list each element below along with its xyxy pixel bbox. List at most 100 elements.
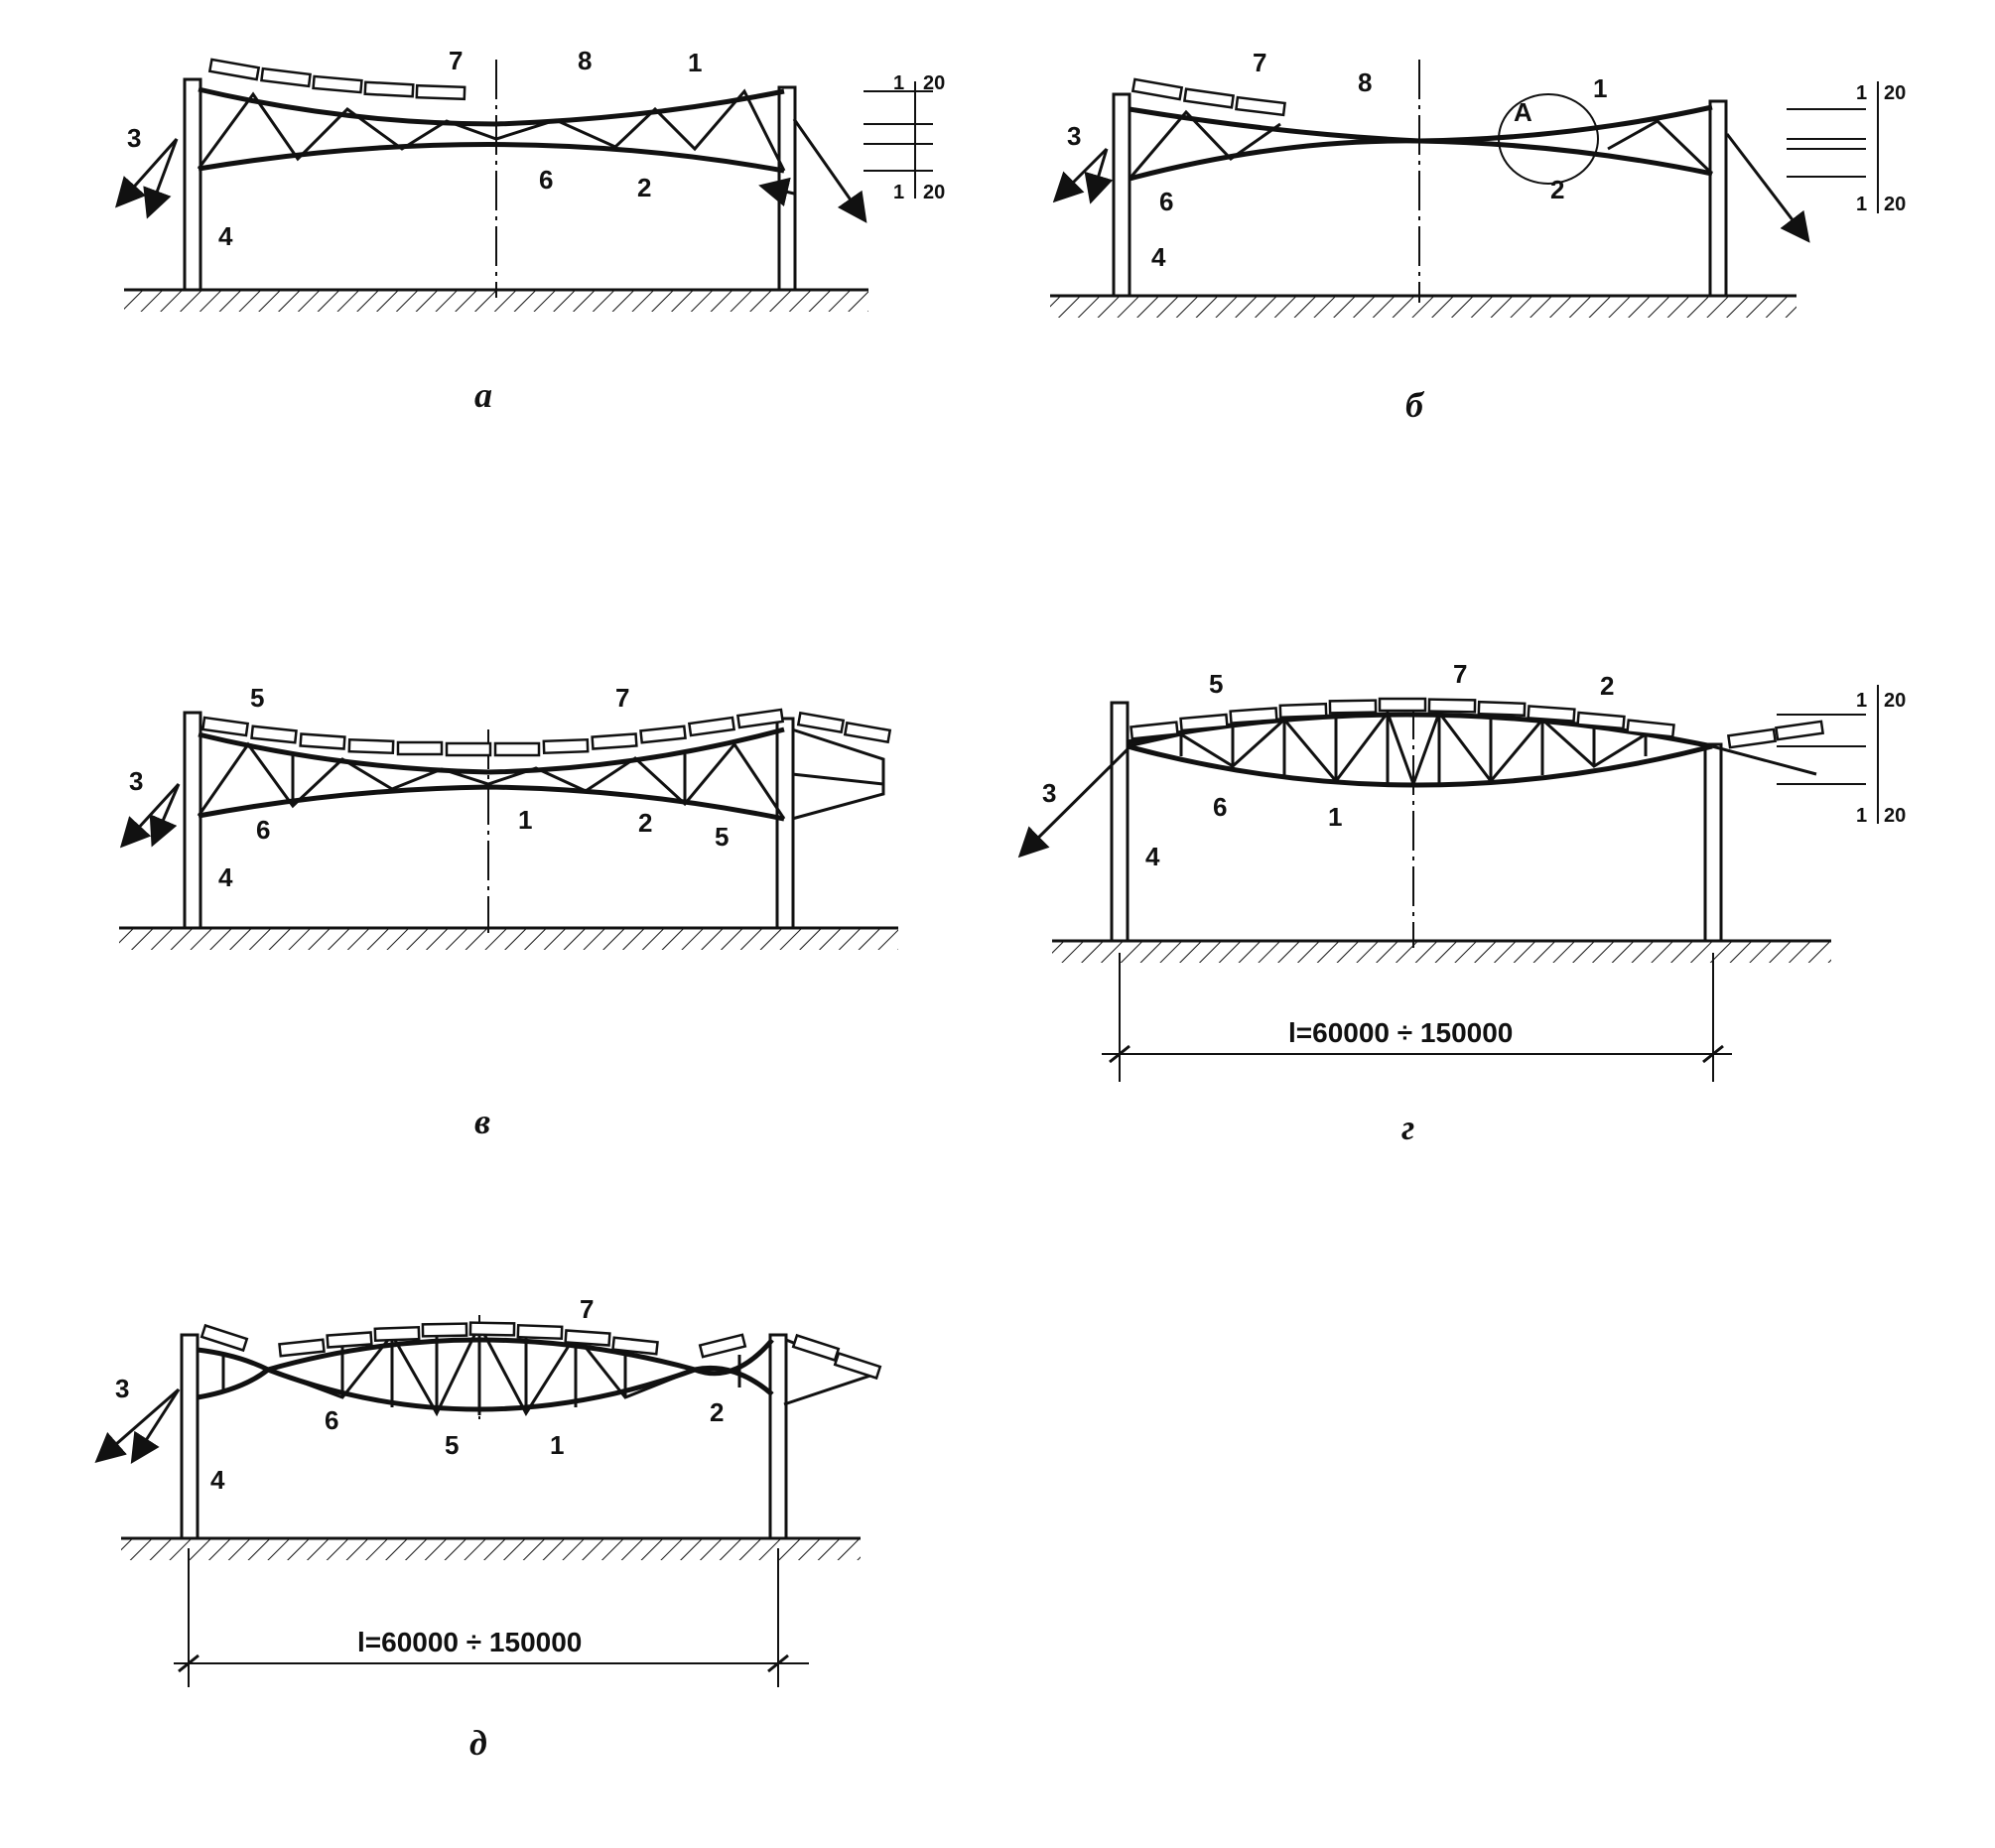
label-2: 2 (1550, 175, 1564, 204)
label-2: 2 (638, 808, 652, 838)
label-6: 6 (1213, 792, 1227, 822)
anchor-cable-right (792, 118, 867, 223)
label-3: 3 (127, 123, 141, 153)
label-1: 1 (518, 805, 532, 835)
detail-circle-A (1498, 93, 1599, 185)
label-3: 3 (129, 766, 143, 796)
label-6: 6 (1159, 187, 1173, 216)
label-3: 3 (1042, 778, 1056, 808)
right-column (777, 85, 797, 292)
label-2: 2 (637, 173, 651, 202)
anchor-cable-3a (115, 138, 179, 208)
label-4: 4 (218, 221, 233, 251)
label-4: 4 (1145, 842, 1160, 871)
label-1: 1 (1328, 802, 1342, 832)
anchor-cable-3a (94, 1387, 180, 1463)
upper-chord-1 (198, 726, 785, 775)
label-6: 6 (256, 815, 270, 845)
left-column (180, 1333, 200, 1540)
label-4: 4 (218, 862, 233, 892)
anchor-cable-3b (1084, 148, 1114, 204)
label-6: 6 (539, 165, 553, 195)
label-5b: 5 (715, 822, 729, 852)
label-8: 8 (578, 46, 592, 75)
upper-cable-1 (198, 86, 785, 127)
ground-hatch (124, 290, 868, 312)
ground-hatch (1050, 296, 1796, 318)
label-7: 7 (615, 683, 629, 713)
anchor-cable-3 (1017, 747, 1130, 858)
truss-web-6-left (1128, 109, 1281, 180)
upper-cable-1 (1129, 104, 1713, 144)
left-column (183, 77, 202, 292)
label-2: 2 (1600, 671, 1614, 701)
lower-cable-2 (198, 142, 785, 174)
truss-web-6 (197, 88, 786, 172)
lower-chord-1 (1127, 743, 1713, 788)
fraction-den-top: 20 (1884, 82, 1906, 104)
labels: 7 3 6 5 1 2 4 (115, 1294, 724, 1495)
left-column (1112, 92, 1131, 298)
label-7: 7 (1253, 48, 1266, 77)
lower-cable-2 (1129, 138, 1713, 182)
label-8: 8 (1358, 67, 1372, 97)
span-dimension: l=60000 ÷ 150000 (174, 1548, 809, 1687)
lower-chord-1 (197, 1347, 774, 1412)
fraction-num-bottom: 1 (893, 182, 904, 203)
label-5: 5 (250, 683, 264, 713)
caption-a: а (474, 375, 492, 415)
anchor-cable-right-2 (758, 177, 795, 207)
label-3: 3 (115, 1374, 129, 1403)
fraction-num-bottom: 1 (1856, 194, 1867, 215)
labels: 7 8 1 3 6 2 4 (127, 46, 702, 251)
truss-web-6 (197, 741, 786, 820)
fraction-den-bottom: 20 (923, 182, 945, 203)
label-5: 5 (445, 1430, 459, 1460)
label-A: A (1514, 97, 1532, 127)
caption-v: в (474, 1102, 490, 1141)
span-label: l=60000 ÷ 150000 (357, 1627, 582, 1657)
cantilever-truss (791, 727, 885, 821)
fraction-num-top: 1 (1856, 690, 1867, 712)
fraction-num-top: 1 (893, 72, 904, 94)
label-7: 7 (1453, 659, 1467, 689)
right-column (775, 717, 795, 930)
caption-g: г (1401, 1108, 1414, 1147)
truss-web-right (1607, 119, 1714, 176)
label-5: 5 (1209, 669, 1223, 699)
panel-v: 5 7 3 6 1 2 5 4 в (119, 683, 898, 1141)
anchor-cable-3a (119, 782, 181, 849)
upper-chord (197, 1337, 774, 1400)
label-3: 3 (1067, 121, 1081, 151)
roof-slabs-7 (1130, 697, 1825, 749)
roof-slabs-7 (200, 708, 892, 757)
fraction-den-bottom: 20 (1884, 194, 1906, 215)
labels: 5 7 3 6 1 2 5 4 (129, 683, 729, 892)
caption-d: д (469, 1723, 487, 1763)
panel-b: 7 8 1 A 3 6 2 4 1 20 1 20 б (1050, 48, 1906, 425)
fraction-den-top: 20 (1884, 690, 1906, 712)
labels: 7 8 1 A 3 6 2 4 (1067, 48, 1607, 272)
roof-slabs-7 (200, 1321, 882, 1381)
panel-g: 5 7 2 3 6 1 4 1 20 1 20 l=60000 ÷ 150000… (1017, 659, 1906, 1147)
span-label: l=60000 ÷ 150000 (1288, 1017, 1513, 1048)
anchor-cable-3b (130, 1388, 181, 1465)
label-1: 1 (688, 48, 702, 77)
label-6: 6 (325, 1405, 338, 1435)
slope-dimension: 1 20 1 20 (864, 72, 945, 203)
label-1: 1 (1593, 73, 1607, 103)
anchor-cable-3b (149, 783, 181, 848)
ground-hatch (1052, 941, 1831, 963)
labels: 5 7 2 3 6 1 4 (1042, 659, 1614, 871)
cantilever-line (1711, 744, 1817, 776)
truss-web (1127, 709, 1713, 789)
label-7: 7 (449, 46, 463, 75)
ground-hatch (121, 1538, 861, 1560)
right-column (768, 1333, 788, 1540)
label-7: 7 (580, 1294, 594, 1324)
panel-d: 7 3 6 5 1 2 4 l=60000 ÷ 150000 д (94, 1294, 882, 1763)
label-1: 1 (550, 1430, 564, 1460)
caption-b: б (1405, 385, 1425, 425)
right-column (1708, 99, 1728, 298)
roof-slabs-7 (207, 58, 466, 101)
